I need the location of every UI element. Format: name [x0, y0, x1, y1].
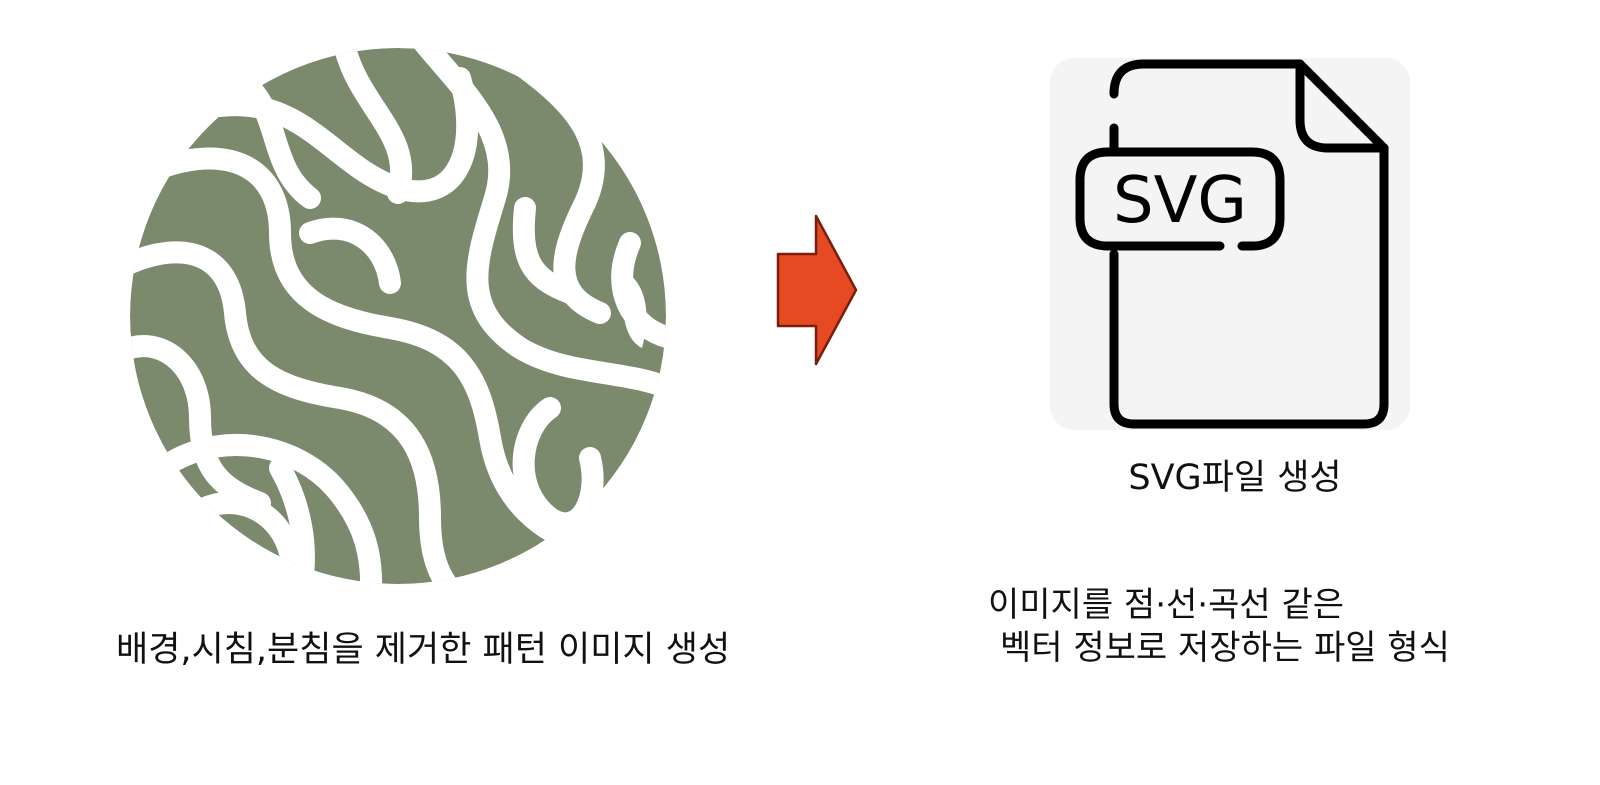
svg-definition-line-1: 이미지를 점·선·곡선 같은: [988, 585, 1345, 625]
svg-file-icon: SVG: [1075, 59, 1389, 429]
svg-definition-line-2: 벡터 정보로 저장하는 파일 형식: [1000, 628, 1450, 668]
pattern-circle: [130, 48, 666, 584]
pattern-image: [130, 48, 666, 584]
right-arrow-icon: [776, 214, 858, 366]
svg-file-icon-card: SVG: [1050, 58, 1410, 430]
svg-file-badge-text: SVG: [1113, 164, 1247, 238]
svg-file-caption: SVG파일 생성: [1128, 458, 1342, 498]
pattern-caption: 배경,시침,분침을 제거한 패턴 이미지 생성: [116, 630, 731, 670]
svg-definition: 이미지를 점·선·곡선 같은 벡터 정보로 저장하는 파일 형식: [988, 584, 1508, 670]
